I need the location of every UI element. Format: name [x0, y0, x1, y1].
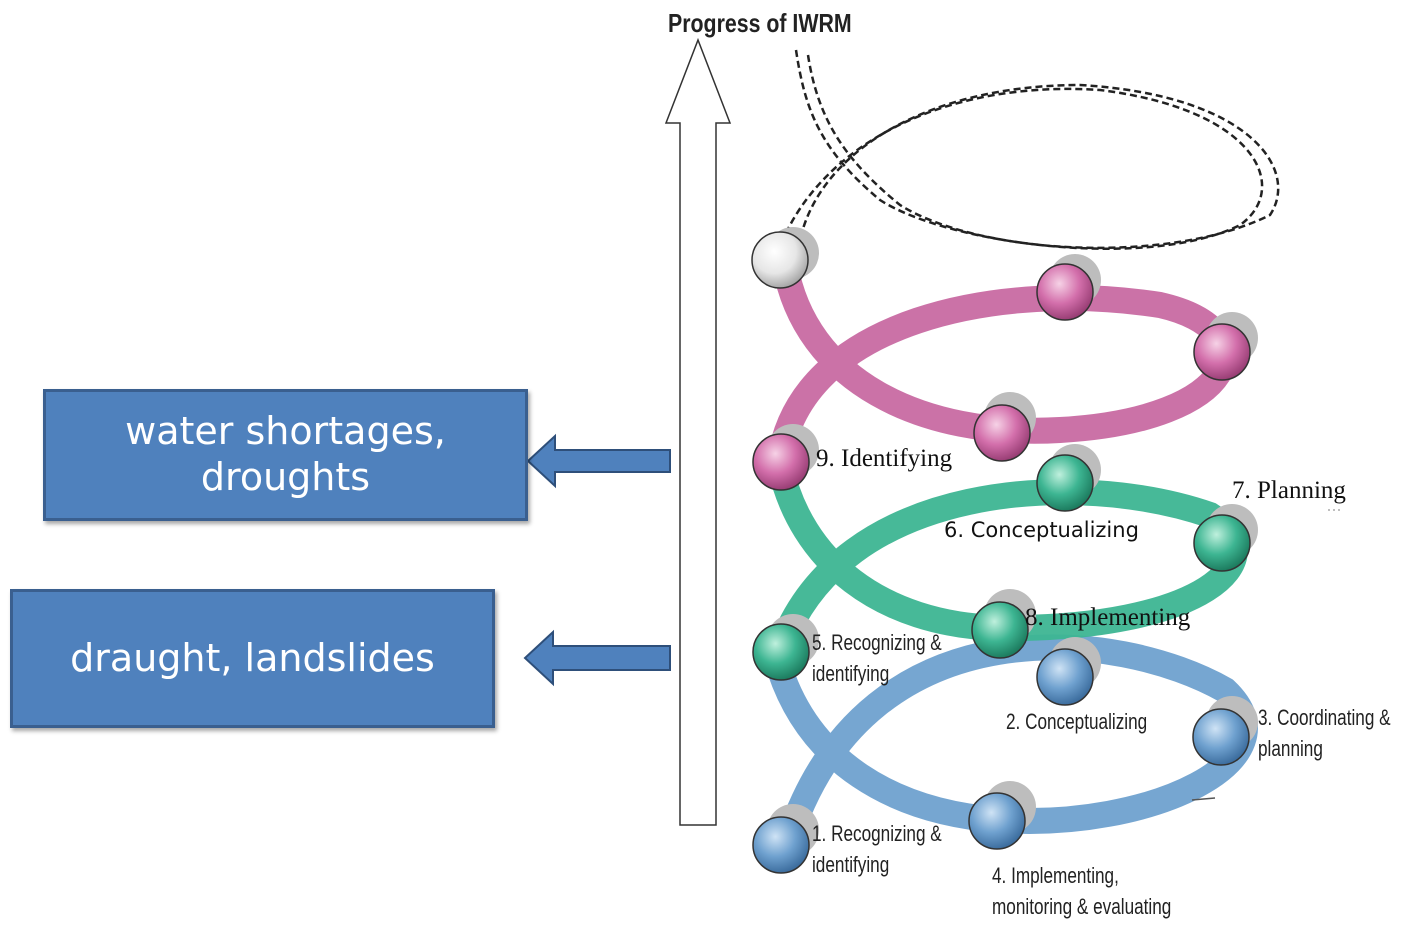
node-pink-3 [973, 404, 1031, 462]
stage-2-label: 2. Conceptualizing [1006, 709, 1148, 734]
node-pink-9-identifying [752, 433, 810, 491]
hazard-box-lower-text: draught, landslides [70, 635, 435, 680]
stage-3-label: 3. Coordinating & planning [1258, 705, 1391, 761]
node-blue-1-recognizing [752, 816, 810, 874]
stage-1-label: 1. Recognizing & identifying [812, 821, 942, 877]
hazard-box-upper: water shortages, droughts [43, 389, 528, 521]
left-arrow-lower [523, 629, 671, 687]
stage-4-label: 4. Implementing, monitoring & evaluating [992, 863, 1172, 919]
node-teal-6-conceptualizing [1036, 454, 1094, 512]
stage-7-label: 7. Planning [1232, 477, 1346, 504]
node-white-next-cycle [751, 231, 809, 289]
stage-6-label: 6. Conceptualizing [944, 518, 1139, 542]
progress-arrow [664, 37, 732, 826]
node-teal-5-recognizing [752, 623, 810, 681]
node-blue-4-implementing [968, 792, 1026, 850]
dashed-future-loops [783, 49, 1280, 250]
node-teal-8-implementing [971, 601, 1029, 659]
stage-5-label: 5. Recognizing & identifying [812, 630, 942, 686]
node-pink-2 [1193, 323, 1251, 381]
hazard-box-upper-text: water shortages, droughts [125, 409, 446, 499]
node-pink-1 [1036, 263, 1094, 321]
node-blue-3-coordinating [1192, 708, 1250, 766]
stage-8-label: 8. Implementing [1025, 604, 1191, 631]
diagram-title: Progress of IWRM [668, 8, 852, 38]
left-arrow-upper [526, 433, 671, 489]
node-blue-2-conceptualizing [1036, 648, 1094, 706]
node-teal-7-planning [1193, 514, 1251, 572]
decor-tick [1191, 797, 1216, 801]
stage-9-label: 9. Identifying [816, 445, 953, 472]
hazard-box-lower: draught, landslides [10, 589, 495, 728]
